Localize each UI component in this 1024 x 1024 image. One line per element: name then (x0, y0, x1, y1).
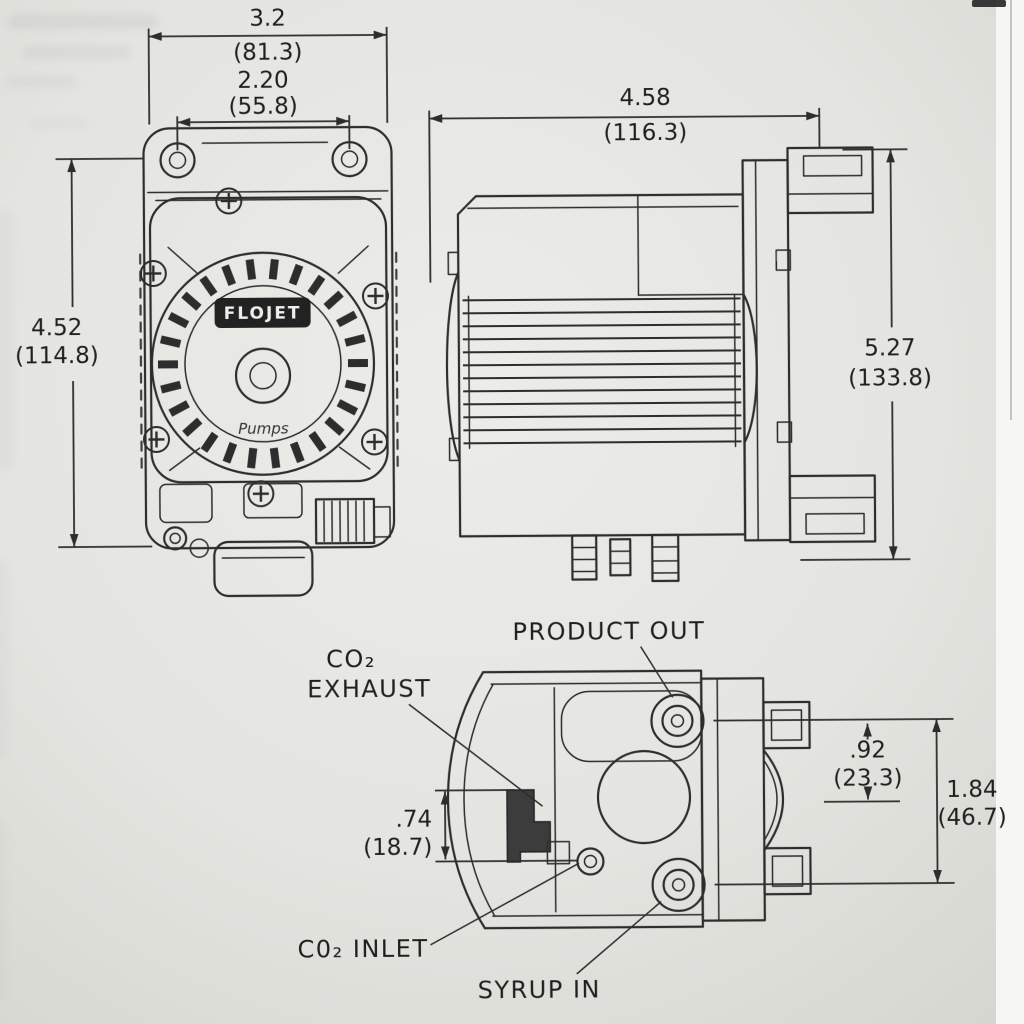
bottom-view (446, 669, 812, 930)
label-co2-exhaust-line1: CO₂ (326, 645, 376, 673)
dim-port-span-in: 1.84 (946, 777, 997, 803)
front-view: FLOJET Pumps (139, 125, 399, 598)
dim-front-height-in: 4.52 (31, 315, 82, 341)
syrup-in-port (651, 857, 706, 912)
hose-barbs (571, 533, 680, 583)
phillips-screw-icon (361, 428, 389, 456)
brand-script-label: Pumps (238, 420, 289, 438)
pump-head-face: FLOJET Pumps (150, 251, 376, 476)
clamp-ring-left-edge (445, 271, 461, 462)
dim-side-width-mm: (116.3) (603, 120, 687, 147)
phillips-screw-icon (361, 282, 389, 310)
phillips-screw-icon (247, 480, 275, 508)
page-corner-mark (972, 0, 1006, 7)
port-labels: PRODUCT OUT CO₂ EXHAUST C0₂ INLET SYRUP … (297, 617, 705, 1005)
dim-side-width-in: 4.58 (619, 85, 670, 111)
dimension-bolt-spacing: 2.20 (55.8) (176, 68, 351, 151)
dim-front-width-in: 3.2 (249, 6, 286, 32)
mounting-flange (741, 146, 877, 544)
phillips-screw-icon (142, 425, 170, 453)
co2-inlet-port (576, 847, 605, 876)
product-out-port (650, 693, 705, 748)
dimension-port-span: 1.84 (46.7) (932, 719, 1007, 884)
front-lower-section (159, 482, 391, 598)
dim-inlet-offset-in: .74 (395, 807, 432, 833)
drawing-group: FLOJET Pumps 3.2 (81.3) (15, 6, 1007, 1005)
label-product-out: PRODUCT OUT (512, 617, 705, 646)
phillips-screws (139, 187, 389, 508)
dim-bolt-spacing-in: 2.20 (237, 68, 288, 94)
dimension-inlet-offset: .74 (18.7) (363, 789, 577, 863)
label-syrup-in: SYRUP IN (478, 975, 601, 1004)
dimension-side-height: 5.27 (133.8) (800, 148, 932, 561)
dim-front-width-mm: (81.3) (233, 39, 302, 65)
dim-port-span-mm: (46.7) (937, 805, 1006, 831)
dim-port-offset-mm: (23.3) (833, 765, 902, 791)
dimension-front-width: 3.2 (81.3) (147, 6, 389, 125)
brand-plate (214, 297, 311, 329)
phillips-screw-icon (215, 187, 243, 215)
flange-tab-top (786, 146, 875, 215)
label-co2-inlet: C0₂ INLET (297, 935, 428, 964)
phillips-screw-icon (139, 259, 167, 287)
bottom-bracket (700, 677, 812, 922)
flange-tab-bottom (788, 474, 877, 544)
ghost-bleedthrough (0, 14, 158, 1000)
ribbed-ring (157, 258, 368, 469)
page-edge-line (1010, 0, 1012, 420)
center-boss (596, 749, 692, 845)
mounting-foot (213, 540, 314, 598)
dim-side-height-in: 5.27 (864, 335, 915, 361)
dim-bolt-spacing-mm: (55.8) (228, 93, 297, 119)
side-view (445, 146, 877, 583)
dimension-port-offset: .92 (23.3) (713, 718, 955, 886)
dim-inlet-offset-mm: (18.7) (363, 835, 432, 861)
dim-front-height-mm: (114.8) (15, 343, 99, 370)
cooling-fins (462, 297, 742, 445)
dimension-front-height: 4.52 (114.8) (15, 157, 153, 549)
dim-side-height-mm: (133.8) (848, 365, 932, 392)
label-co2-exhaust-line2: EXHAUST (307, 675, 431, 704)
dim-port-offset-in: .92 (849, 737, 886, 763)
brand-label: FLOJET (224, 303, 302, 324)
dimension-side-width: 4.58 (116.3) (428, 85, 821, 283)
